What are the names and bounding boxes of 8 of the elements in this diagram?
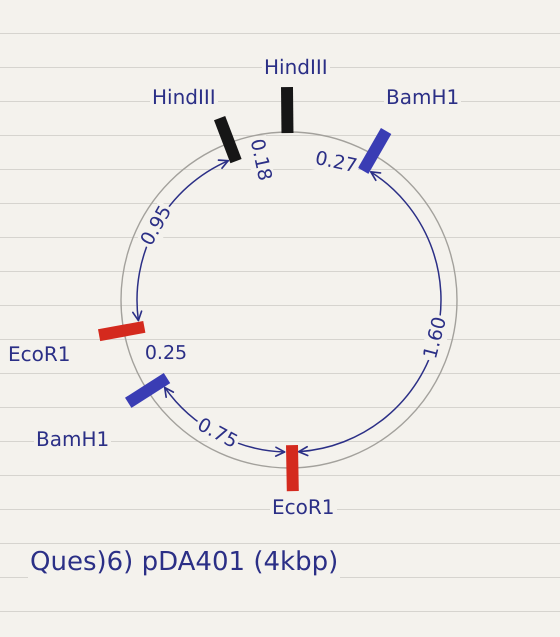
caption: Ques)6) pDA401 (4kbp) xyxy=(28,548,340,578)
site-marker-icon xyxy=(286,444,298,492)
site-marker-icon xyxy=(214,116,242,163)
site-marker-icon xyxy=(98,320,146,341)
double-headed-arrow xyxy=(298,171,442,456)
site-marker-icon xyxy=(358,128,392,174)
site-marker-icon xyxy=(124,372,170,408)
site-marker-icon xyxy=(280,86,294,134)
